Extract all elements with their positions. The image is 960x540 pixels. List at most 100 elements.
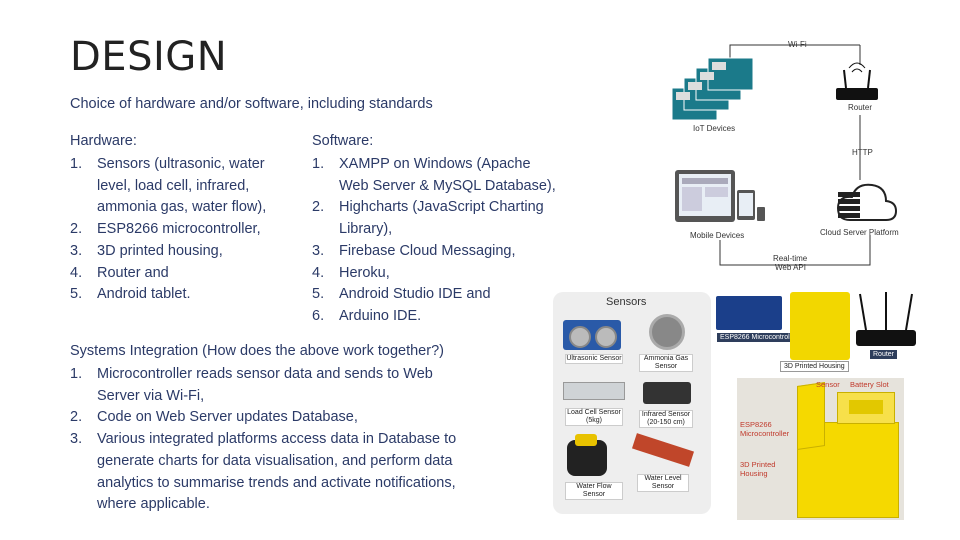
item-text: Arduino IDE. xyxy=(339,307,422,324)
item-text: Code on Web Server updates Database, xyxy=(97,409,358,426)
item-text: Android tablet. xyxy=(97,286,191,303)
item-text: Firebase Cloud Messaging, xyxy=(339,242,516,259)
ammonia-label: Ammonia Gas Sensor xyxy=(639,354,693,372)
systems-item: 1. Microcontroller reads sensor data and … xyxy=(70,364,550,386)
infrared-sensor-image xyxy=(643,382,691,404)
software-item: 4. Heroku, xyxy=(312,263,592,285)
hardware-item: 5. Android tablet. xyxy=(70,284,310,306)
item-number: 3. xyxy=(70,431,83,448)
item-text: ammonia gas, water flow), xyxy=(97,199,267,216)
hardware-item: 2.ESP8266 microcontroller, xyxy=(70,219,310,241)
infrared-label: Infrared Sensor (20-150 cm) xyxy=(639,410,693,428)
item-number: 1. xyxy=(312,156,325,172)
item-number: 6. xyxy=(312,307,325,324)
systems-item: Server via Wi-Fi, xyxy=(70,386,550,408)
ultrasonic-label: Ultrasonic Sensor xyxy=(565,354,623,364)
software-heading: Software: xyxy=(312,133,374,149)
item-number: 2. xyxy=(70,221,83,238)
load-cell-image xyxy=(563,382,625,400)
waterflow-label: Water Flow Sensor xyxy=(565,482,623,500)
hardware-item: 4. Router and xyxy=(70,263,310,285)
http-label: HTTP xyxy=(852,148,873,157)
item-text: Router and xyxy=(97,264,169,281)
item-text: Server via Wi-Fi, xyxy=(97,387,205,404)
assembled-device-photo xyxy=(737,378,904,520)
wifi-label: Wi-Fi xyxy=(788,40,807,49)
ultrasonic-sensor-image xyxy=(563,320,621,350)
page-title: DESIGN xyxy=(70,34,228,80)
ammonia-sensor-image xyxy=(649,314,685,350)
hardware-item: ammonia gas, water flow), xyxy=(70,197,310,219)
realtime-label: Real-time xyxy=(773,254,808,263)
water-flow-image xyxy=(567,434,607,476)
webapi-label: Web API xyxy=(775,263,806,272)
water-level-image xyxy=(631,433,695,467)
item-number: 1. xyxy=(70,156,83,172)
webapi-line xyxy=(719,235,871,266)
item-text: generate charts for data visualisation, … xyxy=(97,452,453,469)
esp-callout: ESP8266 Microcontroller xyxy=(740,420,790,438)
item-text: Heroku, xyxy=(339,264,390,281)
systems-item: analytics to summarise trends and activa… xyxy=(70,473,550,495)
router-photo xyxy=(856,292,916,346)
systems-item: 3. Various integrated platforms access da… xyxy=(70,429,550,451)
sensors-title: Sensors xyxy=(606,296,647,308)
item-text: Library), xyxy=(339,221,393,238)
battery-callout: Battery Slot xyxy=(850,380,889,389)
systems-heading: Systems Integration (How does the above … xyxy=(70,343,444,359)
item-text: analytics to summarise trends and activa… xyxy=(97,474,456,491)
item-number: 4. xyxy=(70,264,83,281)
item-number: 3. xyxy=(312,242,325,259)
item-number: 5. xyxy=(70,286,83,303)
item-text: Microcontroller reads sensor data and se… xyxy=(97,366,433,382)
item-text: Highcharts (JavaScript Charting xyxy=(339,199,544,216)
iot-devices-label: IoT Devices xyxy=(693,124,736,133)
software-item: 5. Android Studio IDE and xyxy=(312,284,592,306)
item-text: 3D printed housing, xyxy=(97,242,223,259)
cloud-server-label: Cloud Server Platform xyxy=(820,228,899,237)
item-text: level, load cell, infrared, xyxy=(97,177,250,194)
waterlevel-label: Water Level Sensor xyxy=(637,474,689,492)
esp8266-label: ESP8266 Microcontroller xyxy=(717,333,801,342)
software-item: Library), xyxy=(312,219,592,241)
systems-item: 2. Code on Web Server updates Database, xyxy=(70,407,550,429)
systems-list: 1. Microcontroller reads sensor data and … xyxy=(70,364,550,516)
hardware-item: 1. Sensors (ultrasonic, water xyxy=(70,154,310,176)
hardware-heading: Hardware: xyxy=(70,133,137,149)
item-number: 5. xyxy=(312,286,325,303)
housing-image xyxy=(790,292,850,360)
esp8266-image xyxy=(716,296,782,330)
housing-callout: 3D Printed Housing xyxy=(740,460,776,478)
iot-devices-icon xyxy=(671,57,754,121)
software-item: 6. Arduino IDE. xyxy=(312,306,592,328)
router-icon xyxy=(836,62,878,100)
hardware-list: 1. Sensors (ultrasonic, water level, load … xyxy=(70,154,310,306)
item-number: 3. xyxy=(70,242,83,259)
item-text: XAMPP on Windows (Apache xyxy=(339,156,531,172)
item-number: 1. xyxy=(70,366,83,382)
systems-item: where applicable. xyxy=(70,494,550,516)
item-number: 2. xyxy=(70,409,83,426)
mobile-devices-icon xyxy=(675,170,765,222)
software-item: 2. Highcharts (JavaScript Charting xyxy=(312,197,592,219)
item-number: 4. xyxy=(312,264,325,281)
item-text: where applicable. xyxy=(97,496,210,513)
software-item: 3. Firebase Cloud Messaging, xyxy=(312,241,592,263)
sensors-photo: Ultrasonic Sensor Ammonia Gas Sensor Loa… xyxy=(553,292,711,514)
housing-label: 3D Printed Housing xyxy=(780,361,849,372)
sensor-callout: Sensor xyxy=(816,380,840,389)
loadcell-label: Load Cell Sensor (5kg) xyxy=(565,408,623,426)
item-text: Android Studio IDE and xyxy=(339,286,491,303)
item-text: Web Server & MySQL Database), xyxy=(339,177,556,194)
hardware-item: level, load cell, infrared, xyxy=(70,176,310,198)
item-text: Sensors (ultrasonic, water xyxy=(97,156,265,172)
router-photo-label: Router xyxy=(870,350,898,359)
router-label: Router xyxy=(848,103,873,112)
software-item: 1. XAMPP on Windows (Apache xyxy=(312,154,592,176)
hardware-item: 3. 3D printed housing, xyxy=(70,241,310,263)
cloud-server-icon xyxy=(836,183,898,221)
mobile-devices-label: Mobile Devices xyxy=(690,231,745,240)
item-number: 2. xyxy=(312,199,325,216)
item-text: Various integrated platforms access data… xyxy=(97,431,457,448)
